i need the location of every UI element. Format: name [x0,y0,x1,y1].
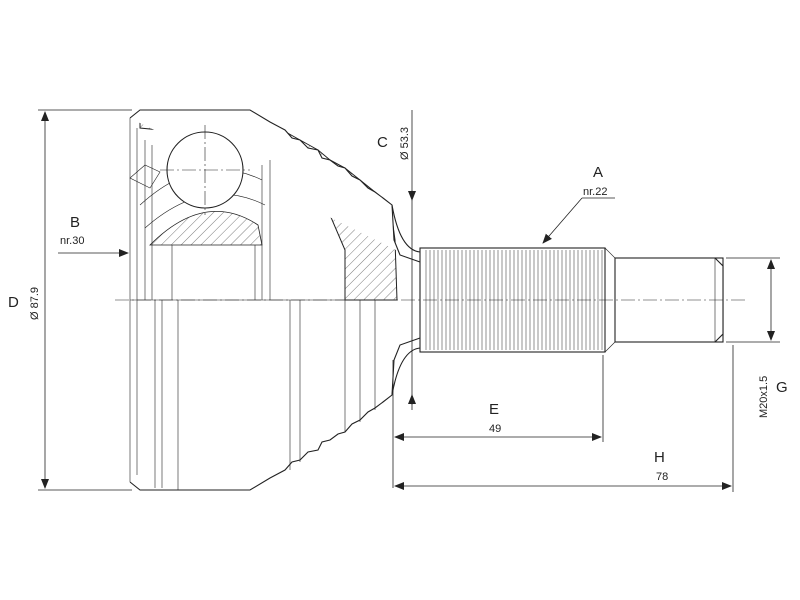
label-E-value: 49 [489,423,501,435]
joint-housing [129,109,421,491]
inner-race-hatch [149,211,263,246]
dimension-E: E 49 [392,355,604,488]
label-H-value: 78 [656,471,668,483]
joint-ball [129,125,250,215]
dimension-B: B nr.30 [58,214,129,257]
dimension-A: A nr.22 [542,164,615,244]
label-A-value: nr.22 [583,186,607,198]
housing-outline-lower [129,337,421,491]
dimension-D: D Ø 87.9 [8,109,132,491]
dimension-H: H 78 [394,345,734,492]
label-D-letter: D [8,294,19,311]
dimension-C: C Ø 53.3 [377,110,416,410]
label-B-value: nr.30 [60,235,84,247]
label-G-value: M20x1.5 [758,376,770,418]
label-E-letter: E [489,401,499,418]
dimension-G: G M20x1.5 [726,257,788,418]
label-H-letter: H [654,449,665,466]
label-D-value: Ø 87.9 [29,287,41,320]
label-C-letter: C [377,134,388,151]
label-B-letter: B [70,214,80,231]
label-G-letter: G [776,379,788,396]
label-C-value: Ø 53.3 [399,127,411,160]
label-A-letter: A [593,164,603,181]
